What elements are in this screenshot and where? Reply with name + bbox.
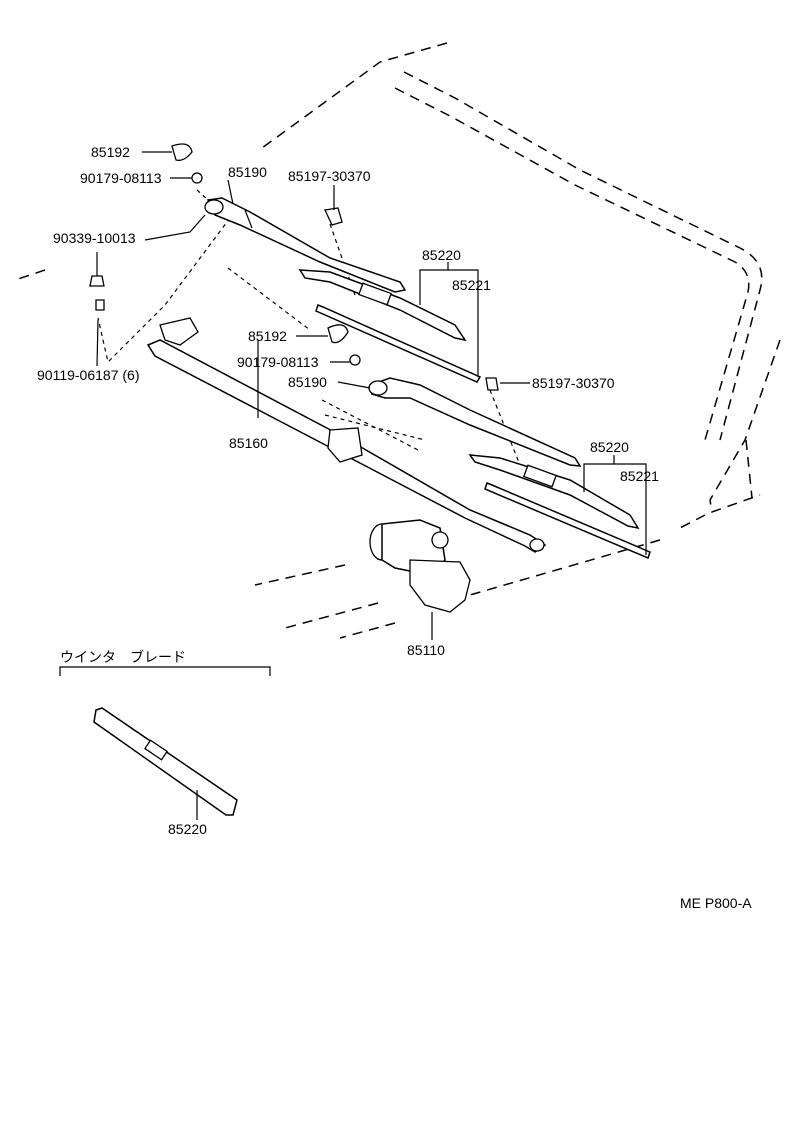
winter-blade-part xyxy=(93,707,238,816)
label-85220-low: 85220 xyxy=(590,439,629,455)
label-85192-top: 85192 xyxy=(91,144,130,160)
label-85220-top: 85220 xyxy=(422,247,461,263)
wiper-link-assembly xyxy=(146,317,547,553)
nut-upper xyxy=(191,172,203,184)
label-90119: 90119-06187 (6) xyxy=(37,367,139,383)
label-85110: 85110 xyxy=(407,642,445,658)
wiper-motor xyxy=(369,519,471,613)
windshield-outline xyxy=(14,42,781,639)
label-85190-mid: 85190 xyxy=(288,374,327,390)
wiper-blade-lower xyxy=(468,454,651,560)
wiper-arm-upper xyxy=(204,197,407,293)
pivot-cap-upper xyxy=(171,143,193,161)
wiper-blade-upper xyxy=(298,269,482,383)
pivot-cap-mid xyxy=(327,324,349,344)
label-85190-top: 85190 xyxy=(228,164,267,180)
label-85160: 85160 xyxy=(229,435,268,451)
label-90339: 90339-10013 xyxy=(53,230,136,246)
label-85192-mid: 85192 xyxy=(248,328,287,344)
label-85197-top: 85197-30370 xyxy=(288,168,371,184)
bolt-90339 xyxy=(89,275,105,287)
inset-bracket xyxy=(59,666,271,676)
label-85197-mid: 85197-30370 xyxy=(532,375,615,391)
label-winter-blade-title: ウインタ ブレード xyxy=(60,649,186,665)
label-85220-winter: 85220 xyxy=(168,821,207,837)
label-90179-top: 90179-08113 xyxy=(80,170,162,186)
leader-lines xyxy=(96,151,647,640)
label-85221-top: 85221 xyxy=(452,277,491,293)
nut-mid xyxy=(349,354,361,366)
diagram-code: ME P800-A xyxy=(680,895,752,911)
wiper-arm-lower xyxy=(368,377,582,467)
clip-upper xyxy=(324,207,343,226)
winter-blade-inset xyxy=(59,666,271,820)
bolt-90119 xyxy=(95,299,105,311)
label-90179-mid: 90179-08113 xyxy=(237,354,319,370)
label-85221-low: 85221 xyxy=(620,468,659,484)
clip-lower xyxy=(485,377,499,391)
